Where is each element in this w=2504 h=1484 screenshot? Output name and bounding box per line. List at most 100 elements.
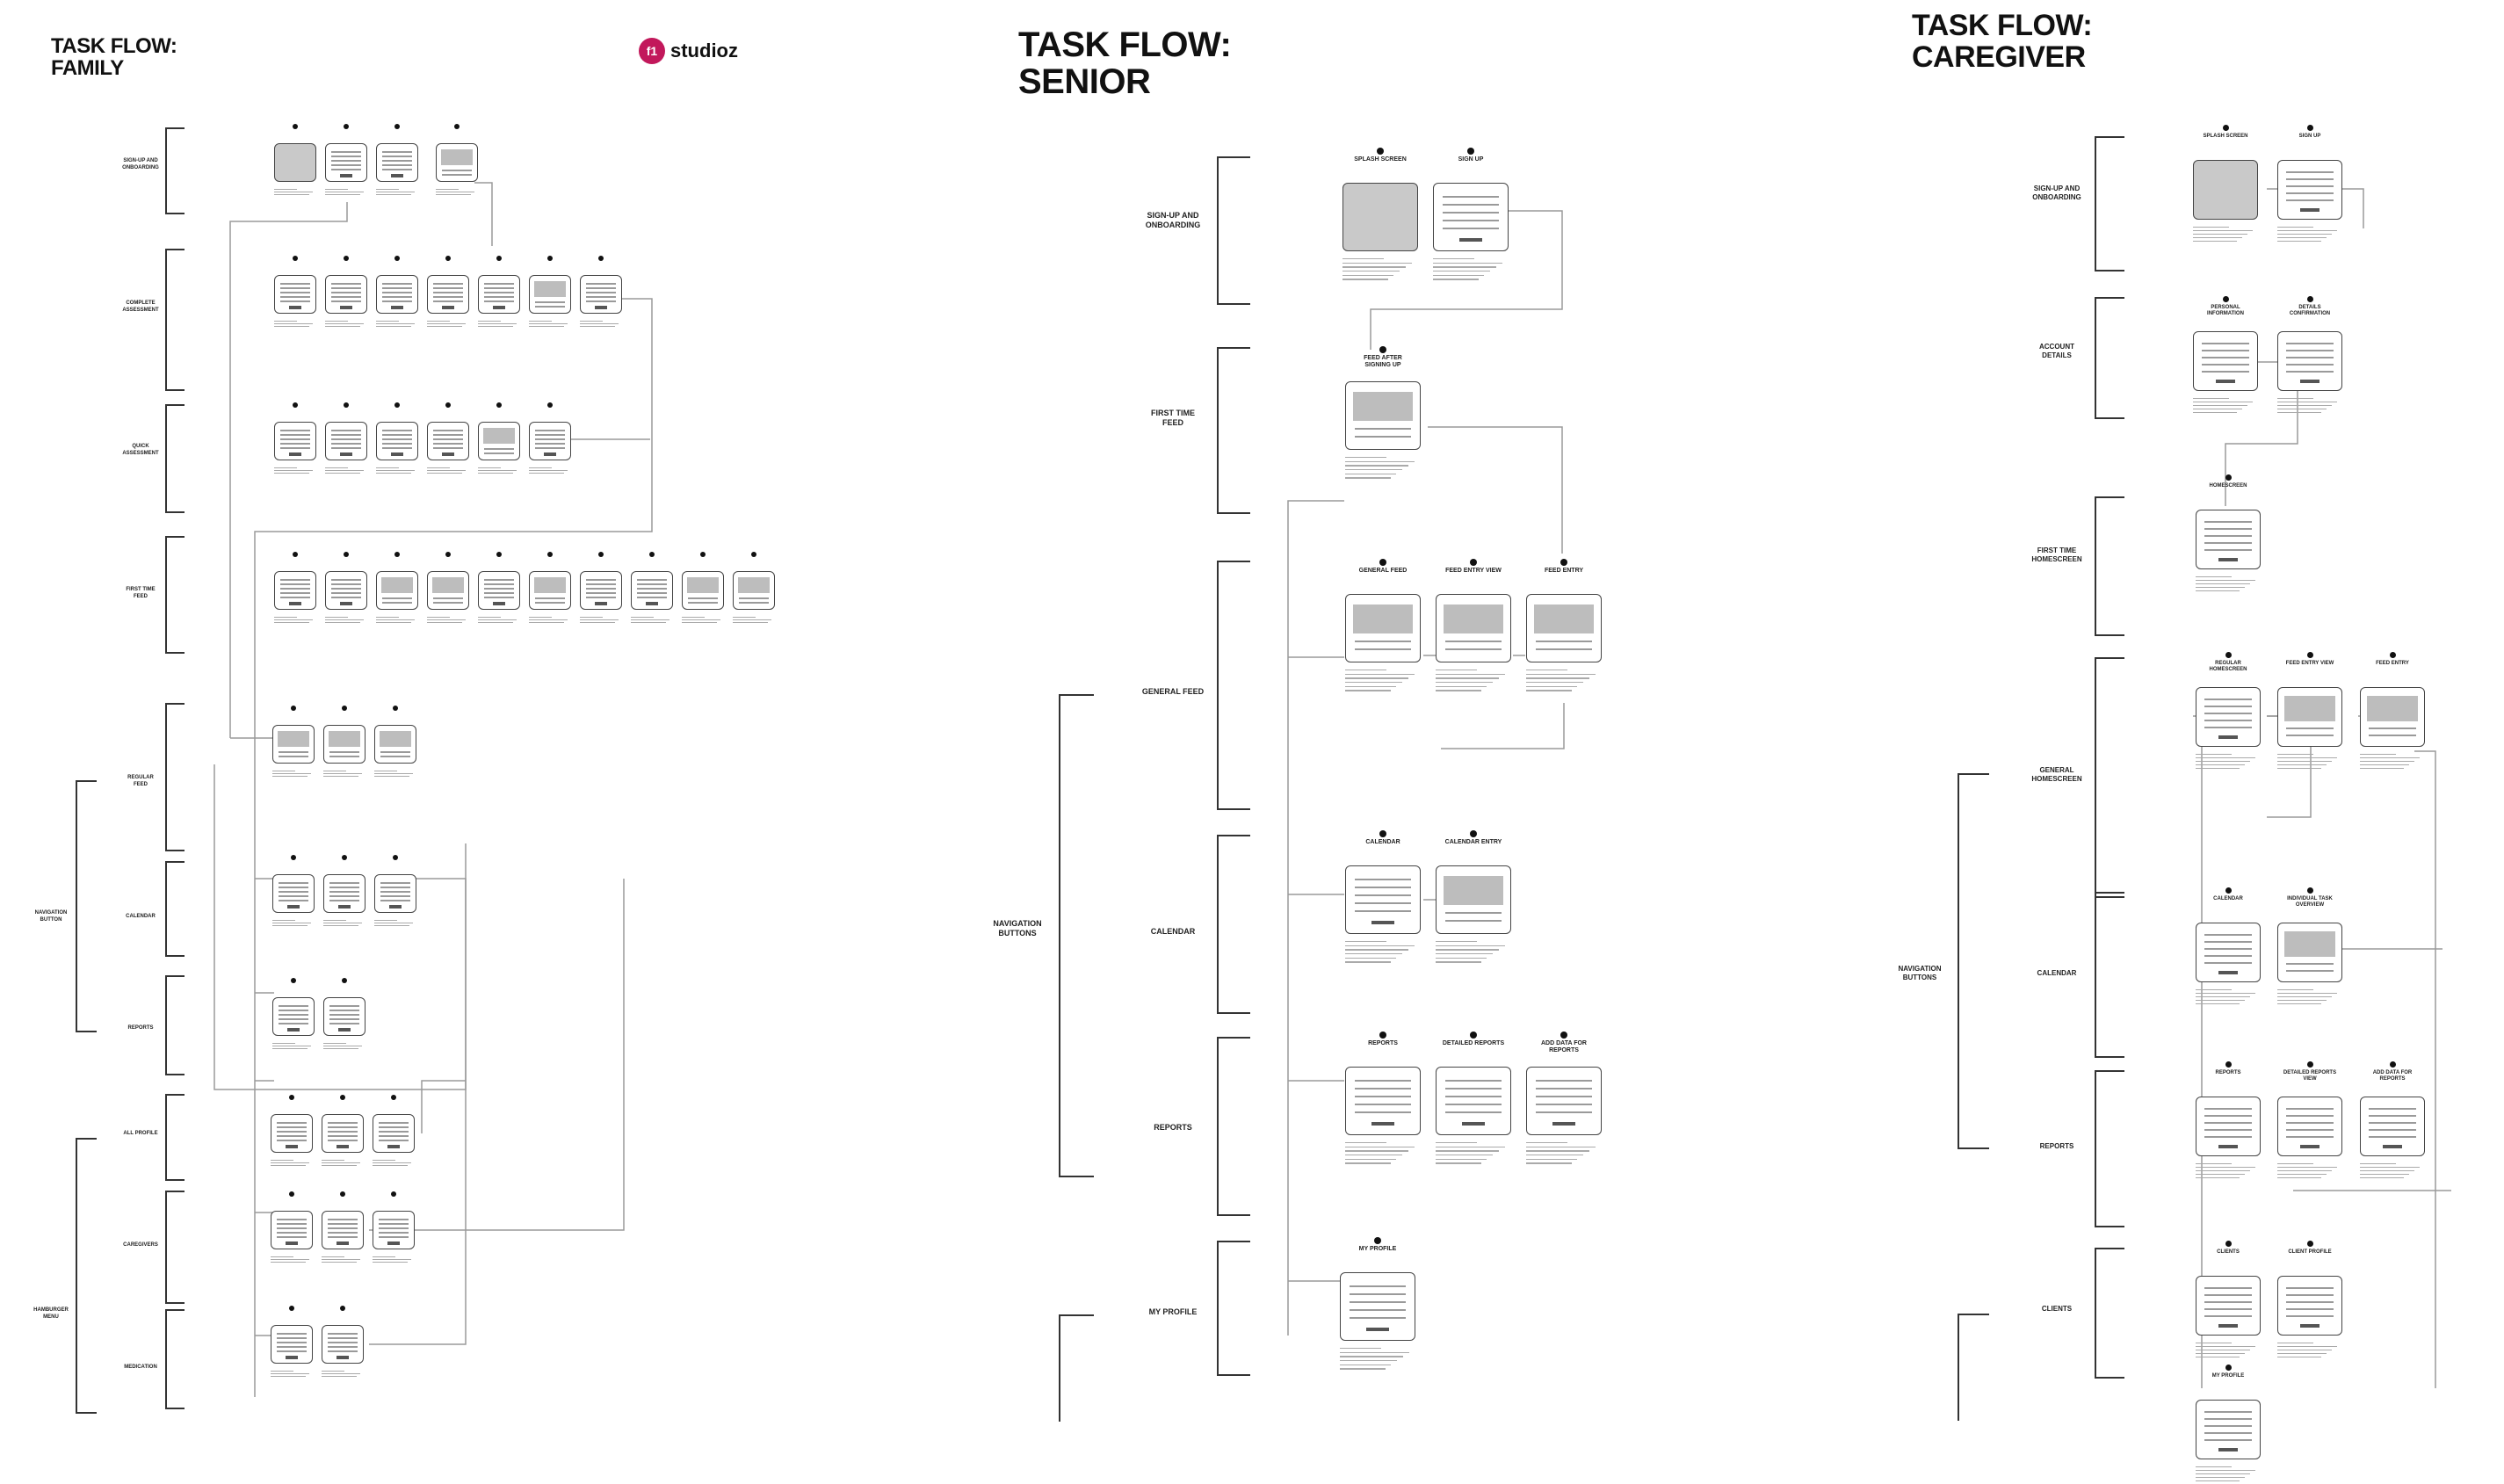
caregiver-bracket-clients [2095,1248,2124,1379]
note-line [529,467,553,468]
note-line [2196,996,2251,998]
senior-screen-3-wireframe [1345,594,1421,662]
wire-line [278,755,309,757]
family-section-hamburger: HAMBURGER MENU [33,1307,69,1320]
note-line [271,1165,307,1166]
note-line [374,925,410,926]
note-line [682,617,706,618]
wire-image-block [380,576,414,594]
wire-line [585,591,617,594]
caregiver-screen-13-step-node [2225,1241,2232,1247]
family-screen-2-description [376,189,418,197]
wire-line [279,446,311,449]
wire-line [2201,356,2250,358]
note-line [274,194,310,195]
note-line [2277,412,2322,414]
wire-button [340,452,352,457]
wire-line [534,429,566,431]
caregiver-screen-2-label: PERSONAL INFORMATION [2207,305,2244,317]
note-line [376,323,416,324]
senior-screen-7-wireframe [1436,865,1511,934]
caregiver-screen-12-wireframe [2360,1097,2425,1156]
note-line [682,622,718,623]
note-line [1342,274,1394,276]
note-line [1342,258,1385,260]
senior-bracket-calendar [1217,835,1250,1014]
wire-line [381,601,413,604]
note-line [2277,761,2333,763]
caregiver-bracket-reports [2095,1070,2124,1227]
wire-line [1355,435,1411,438]
wire-line [276,1235,308,1238]
wire-button [1552,1122,1575,1126]
note-line [322,1256,345,1257]
note-line [1526,690,1572,691]
caregiver-screen-13-label: CLIENTS [2217,1249,2240,1255]
wire-line [2204,705,2253,707]
wire-line [378,1227,409,1229]
note-line [2193,405,2248,407]
wire-line [380,890,411,893]
wire-button [442,452,454,457]
family-bracket-nav [76,780,97,1032]
note-line [2196,576,2232,578]
caregiver-screen-0-step-node [2222,125,2229,131]
note-line [322,1160,345,1161]
senior-screen-9-label: DETAILED REPORTS [1442,1040,1505,1046]
family-screen-6-wireframe [376,275,418,314]
note-line [325,323,365,324]
caregiver-screen-13-wireframe [2196,1276,2261,1336]
wire-line [483,291,515,293]
family-screen-3-description [436,189,478,197]
family-screen-14-step-node [445,402,451,408]
wire-line [2204,1431,2253,1434]
caregiver-screen-9-wireframe [2277,923,2342,982]
family-screen-42-step-node [340,1306,345,1311]
wire-button [286,1241,298,1246]
senior-screen-7-description [1436,941,1511,966]
note-line [374,773,414,774]
wire-line [2201,342,2250,344]
family-bracket-firstfeed [165,536,185,654]
wire-button [391,174,403,178]
caregiver-screen-7-label: FEED ENTRY [2376,661,2409,666]
family-section-firstfeed: FIRST TIME FEED [126,587,156,599]
note-line [376,473,412,474]
note-line [2360,1163,2396,1165]
note-line [1345,1158,1397,1160]
senior-screen-7-step-node [1470,830,1477,837]
senior-screen-8-label: REPORTS [1368,1040,1398,1046]
note-line [2196,768,2240,770]
family-screen-18-wireframe [325,571,367,610]
note-line [274,467,298,468]
caregiver-bracket-account [2095,297,2124,419]
wire-button [340,174,352,178]
family-screen-20-wireframe [427,571,469,610]
wire-image-block [431,576,465,594]
wire-line [327,1218,358,1220]
note-line [2360,757,2421,759]
caregiver-screen-13-description [2196,1343,2261,1360]
wire-line [276,1222,308,1225]
note-line [2277,405,2333,407]
caregiver-bracket-signup [2095,136,2124,271]
caregiver-screen-10-description [2196,1163,2261,1181]
note-line [272,1048,308,1049]
family-screen-4-wireframe [274,275,316,314]
caregiver-screen-5-label: REGULAR HOMESCREEN [2209,661,2247,673]
family-screen-11-description [274,467,316,475]
family-screen-4-description [274,321,316,329]
wire-line [1536,1095,1592,1097]
wire-button [2300,1145,2319,1149]
wire-line [276,1341,308,1343]
wire-line [279,433,311,436]
wire-line [2204,1300,2253,1303]
wire-button [340,602,352,606]
caregiver-screen-4-description [2196,576,2261,594]
wire-button [289,306,301,310]
note-line [323,920,347,921]
note-line [272,776,308,777]
family-screen-20-description [427,617,469,625]
note-line [1526,1150,1590,1152]
note-line [322,1165,358,1166]
